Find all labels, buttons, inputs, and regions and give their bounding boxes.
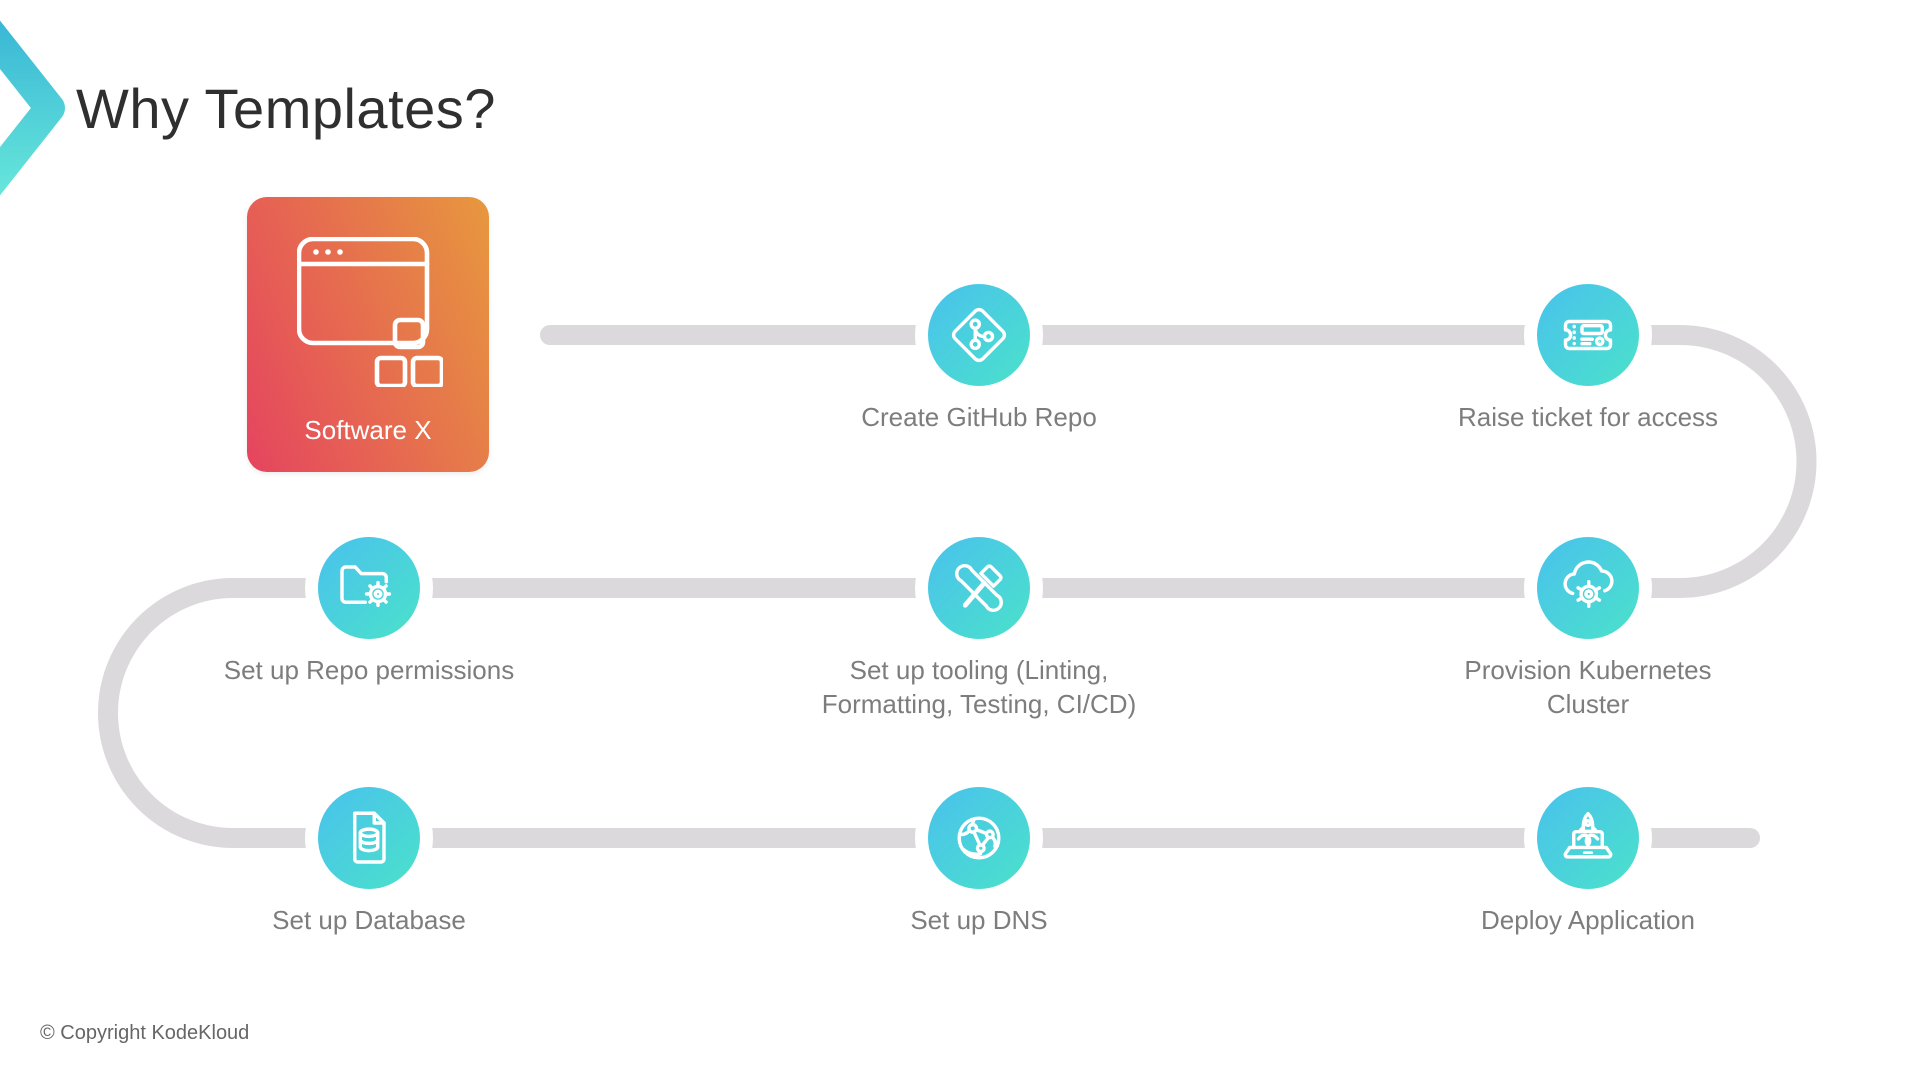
step-circle [1537,787,1639,889]
step-circle [1537,537,1639,639]
step-circle [928,787,1030,889]
kodekloud-chevron-logo [0,20,65,196]
step-label: Set up tooling (Linting, Formatting, Tes… [821,655,1137,719]
git-branch-icon [951,307,1007,363]
step-label: Set up Repo permissions [223,655,515,685]
software-card: Software X [247,197,489,472]
step-circle [318,787,420,889]
ticket-icon [1563,319,1613,351]
step-circle [928,284,1030,386]
step-label: Deploy Application [1481,905,1695,935]
step-circle [318,537,420,639]
folder-gear-icon [340,565,392,608]
step-label: Set up Database [272,905,466,935]
step-label: Raise ticket for access [1457,402,1719,432]
software-card-label: Software X [304,415,432,445]
copyright-text: © Copyright KodeKloud [40,1022,250,1044]
laptop-rocket-icon [1563,811,1613,859]
cloud-gear-icon [1563,560,1614,609]
step-label: Create GitHub Repo [861,402,1097,432]
app-window-icon [297,237,443,387]
step-label: Set up DNS [910,905,1048,935]
step-label: Provision Kubernetes Cluster [1464,655,1712,719]
document-database-icon [353,811,386,864]
page-title: Why Templates? [76,77,496,140]
step-circle [928,537,1030,639]
step-circle [1537,284,1639,386]
tools-icon [955,564,1003,612]
globe-network-icon [957,816,1001,860]
